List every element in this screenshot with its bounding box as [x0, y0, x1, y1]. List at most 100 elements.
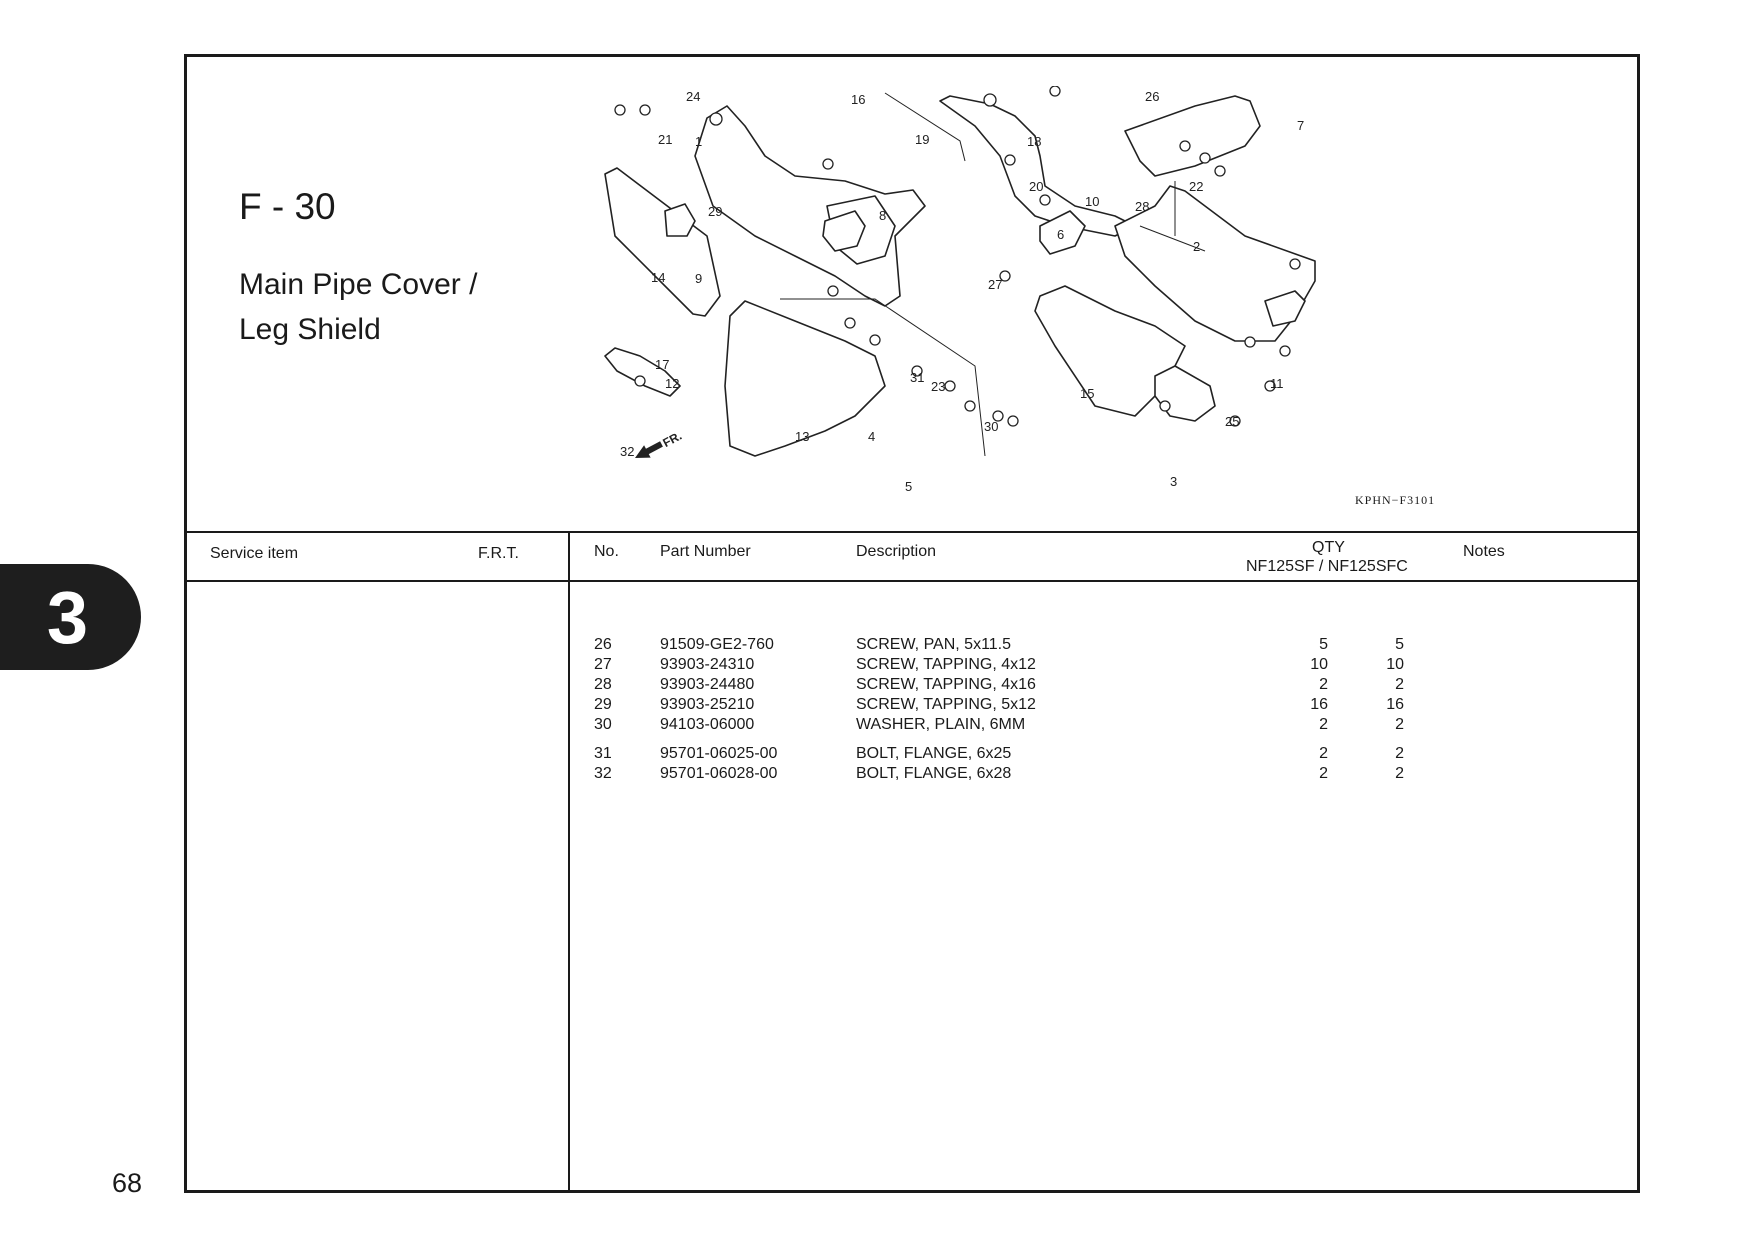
header-models: NF125SF / NF125SFC — [1246, 558, 1408, 575]
svg-text:21: 21 — [658, 132, 672, 147]
row-description: SCREW, TAPPING, 4x16 — [856, 676, 1036, 693]
row-qty-nf125sfc: 2 — [1395, 716, 1404, 733]
svg-text:7: 7 — [1297, 118, 1304, 133]
row-qty-nf125sf: 2 — [1319, 716, 1328, 733]
svg-text:13: 13 — [795, 429, 809, 444]
svg-text:6: 6 — [1057, 227, 1064, 242]
row-part-number: 91509-GE2-760 — [660, 636, 774, 653]
svg-text:22: 22 — [1189, 179, 1203, 194]
row-qty-nf125sfc: 2 — [1395, 765, 1404, 782]
chapter-tab: 3 — [0, 564, 141, 670]
header-service-item: Service item — [210, 545, 299, 562]
svg-text:24: 24 — [686, 89, 700, 104]
table-row: 32 95701-06028-00 BOLT, FLANGE, 6x28 2 2 — [0, 765, 1754, 785]
table-row: 28 93903-24480 SCREW, TAPPING, 4x16 2 2 — [0, 676, 1754, 696]
row-part-number: 93903-24480 — [660, 676, 755, 693]
row-part-number: 94103-06000 — [660, 716, 755, 733]
svg-text:25: 25 — [1225, 414, 1239, 429]
table-row: 31 95701-06025-00 BOLT, FLANGE, 6x25 2 2 — [0, 745, 1754, 765]
header-no: No. — [594, 543, 619, 560]
part-shape — [939, 95, 1136, 237]
header-part-number: Part Number — [660, 543, 751, 560]
svg-text:5: 5 — [905, 479, 912, 494]
table-column-divider — [568, 533, 570, 1190]
svg-text:12: 12 — [665, 376, 679, 391]
svg-text:27: 27 — [988, 277, 1002, 292]
svg-text:2: 2 — [1193, 239, 1200, 254]
header-qty: QTY — [1312, 539, 1345, 556]
row-description: WASHER, PLAIN, 6MM — [856, 716, 1026, 733]
exploded-parts-diagram: 1 2 3 4 5 6 7 8 9 10 11 12 13 14 15 16 1… — [604, 86, 1316, 494]
part-shape — [724, 300, 886, 457]
svg-text:3: 3 — [1170, 474, 1177, 489]
part-shape — [604, 167, 721, 317]
part-shape — [1039, 210, 1086, 255]
row-qty-nf125sfc: 16 — [1386, 696, 1404, 713]
header-frt: F.R.T. — [478, 545, 519, 562]
row-part-number: 93903-25210 — [660, 696, 755, 713]
row-no: 27 — [594, 656, 612, 673]
svg-text:9: 9 — [695, 271, 702, 286]
row-qty-nf125sf: 2 — [1319, 765, 1328, 782]
row-description: BOLT, FLANGE, 6x25 — [856, 745, 1012, 762]
row-qty-nf125sf: 10 — [1310, 656, 1328, 673]
part-shape — [822, 210, 866, 252]
row-qty-nf125sfc: 2 — [1395, 676, 1404, 693]
svg-text:11: 11 — [1270, 376, 1284, 391]
row-no: 30 — [594, 716, 612, 733]
svg-text:10: 10 — [1085, 194, 1099, 209]
page-number: 68 — [112, 1168, 143, 1198]
svg-text:15: 15 — [1080, 386, 1094, 401]
front-direction-arrow: FR. — [635, 429, 684, 458]
row-qty-nf125sf: 5 — [1319, 636, 1328, 653]
chapter-number: 3 — [46, 575, 89, 659]
row-no: 26 — [594, 636, 612, 653]
figure-title-line2: Leg Shield — [239, 313, 381, 346]
table-header-rule — [187, 580, 1637, 582]
row-part-number: 95701-06025-00 — [660, 745, 778, 762]
row-description: SCREW, PAN, 5x11.5 — [856, 636, 1012, 653]
part-shape — [604, 347, 681, 397]
svg-text:8: 8 — [879, 208, 886, 223]
row-description: BOLT, FLANGE, 6x28 — [856, 765, 1012, 782]
header-notes: Notes — [1463, 543, 1505, 560]
row-part-number: 95701-06028-00 — [660, 765, 778, 782]
svg-text:32: 32 — [620, 444, 634, 459]
figure-code: F - 30 — [239, 186, 336, 227]
svg-text:30: 30 — [984, 419, 998, 434]
svg-text:17: 17 — [655, 357, 669, 372]
parts-page-frame — [184, 54, 1640, 1193]
svg-text:18: 18 — [1027, 134, 1041, 149]
figure-title: Main Pipe Cover / Leg Shield — [239, 262, 477, 352]
row-description: SCREW, TAPPING, 5x12 — [856, 696, 1036, 713]
header-description: Description — [856, 543, 937, 560]
row-no: 32 — [594, 765, 612, 782]
part-shape — [1124, 95, 1261, 177]
row-no: 29 — [594, 696, 612, 713]
table-row: 26 91509-GE2-760 SCREW, PAN, 5x11.5 5 5 — [0, 636, 1754, 656]
svg-text:26: 26 — [1145, 89, 1159, 104]
row-no: 28 — [594, 676, 612, 693]
row-qty-nf125sf: 2 — [1319, 676, 1328, 693]
svg-text:4: 4 — [868, 429, 875, 444]
part-shape — [664, 203, 696, 237]
row-qty-nf125sfc: 5 — [1395, 636, 1404, 653]
diagram-code: KPHN−F3101 — [1355, 493, 1436, 507]
part-shape — [1264, 290, 1306, 327]
row-qty-nf125sf: 2 — [1319, 745, 1328, 762]
svg-text:14: 14 — [651, 270, 665, 285]
row-part-number: 93903-24310 — [660, 656, 755, 673]
table-top-rule — [187, 531, 1637, 533]
svg-text:31: 31 — [910, 370, 924, 385]
svg-text:FR.: FR. — [660, 429, 684, 450]
svg-text:19: 19 — [915, 132, 929, 147]
part-shape — [694, 105, 926, 307]
table-row: 30 94103-06000 WASHER, PLAIN, 6MM 2 2 — [0, 716, 1754, 736]
figure-title-line1: Main Pipe Cover / — [239, 268, 478, 301]
table-row: 27 93903-24310 SCREW, TAPPING, 4x12 10 1… — [0, 656, 1754, 676]
row-qty-nf125sfc: 2 — [1395, 745, 1404, 762]
part-shape — [1154, 365, 1216, 422]
svg-text:23: 23 — [931, 379, 945, 394]
row-qty-nf125sfc: 10 — [1386, 656, 1404, 673]
row-qty-nf125sf: 16 — [1310, 696, 1328, 713]
